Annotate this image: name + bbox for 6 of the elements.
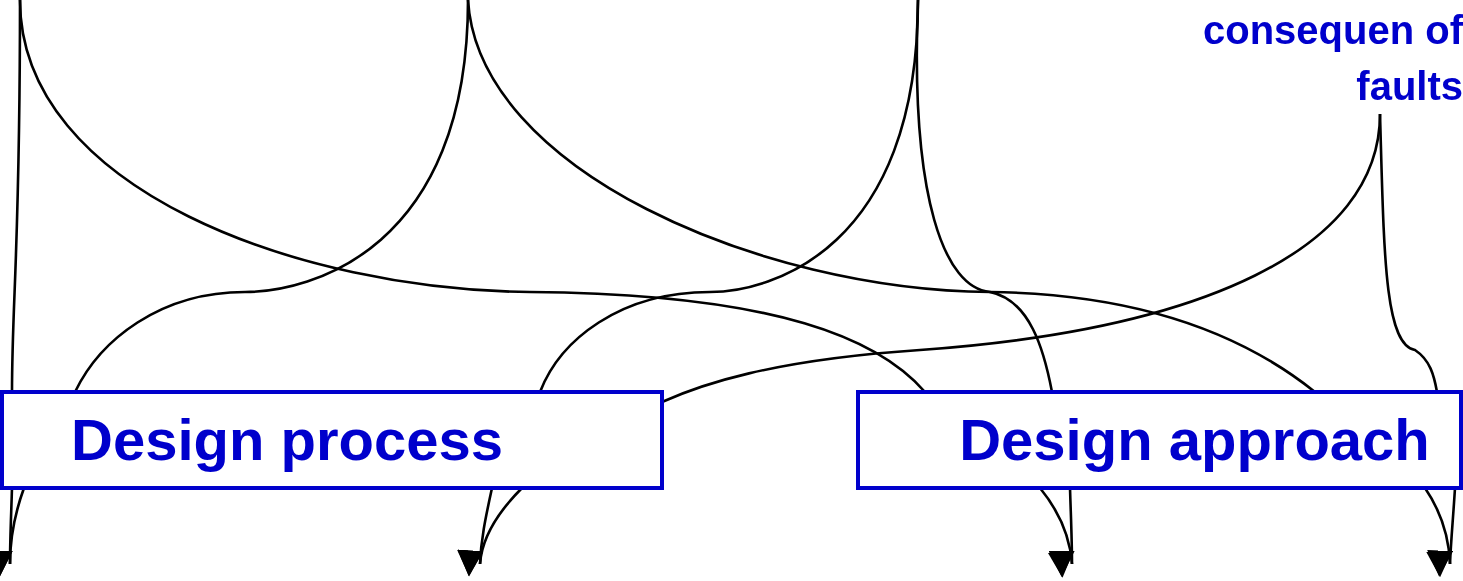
note-text: consequen of faults bbox=[1201, 7, 1463, 110]
connector-line bbox=[915, 0, 1054, 393]
process-box bbox=[0, 390, 664, 490]
connector-line bbox=[1378, 113, 1439, 393]
connector-line bbox=[18, 0, 926, 393]
process-box bbox=[856, 390, 1463, 490]
